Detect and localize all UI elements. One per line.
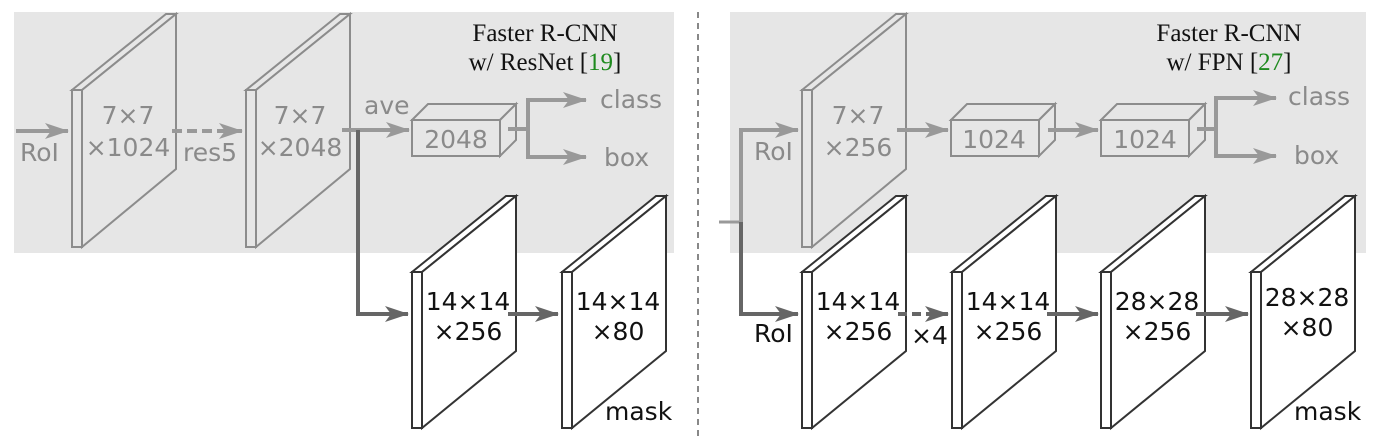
left-plate2-line1: 7×7 [274,101,327,130]
left-mask-plate1-line2: ×256 [434,317,503,346]
right-mask-plate-14x14x256-a [799,193,909,431]
right-x4-label: ×4 [911,321,948,350]
right-class-label: class [1288,82,1350,111]
right-output-branches [1197,90,1277,164]
right-mask-plate1-line1: 14×14 [816,287,901,316]
right-roi-bottom-arrow [739,222,799,322]
right-title-line2: w/ FPN [27] [1166,49,1291,76]
right-roi-bottom-label: RoI [754,319,793,348]
right-mask-plate-28x28x80 [1248,193,1358,431]
right-roi-top-label: RoI [754,137,793,166]
left-roi-label: RoI [20,138,59,167]
left-mask-branch-arrow [356,130,409,322]
left-plate2-line2: ×2048 [258,133,343,162]
right-mask-plate4-line1: 28×28 [1265,283,1350,312]
right-mask-plate1-line2: ×256 [824,317,893,346]
right-fc2-label: 1024 [1113,125,1177,154]
left-plate-7x7x2048 [243,11,353,250]
right-mask-plate4-line2: ×80 [1281,313,1334,342]
left-mask-plate1-line1: 14×14 [426,287,511,316]
right-plate1-line2: ×256 [824,133,893,162]
left-output-branches [508,92,587,165]
right-mask-plate3-line1: 28×28 [1115,287,1200,316]
right-mask-label: mask [1294,397,1362,426]
left-mask-plate2-line1: 14×14 [576,287,661,316]
left-citation[interactable]: 19 [588,49,613,76]
right-fc2-1024-box [1098,101,1208,159]
right-mask-plate2-line2: ×256 [974,317,1043,346]
right-fc1-label: 1024 [962,125,1026,154]
right-mask-plate3-line2: ×256 [1123,317,1192,346]
left-title-line2: w/ ResNet [19] [469,49,622,76]
left-mask-plate-14x14x256 [409,193,519,431]
left-res5-label: res5 [183,138,237,167]
right-roi-top-arrow [739,122,799,222]
right-mask-plate-14x14x256-b [949,193,1059,431]
right-box-label: box [1294,141,1339,170]
right-plate1-line1: 7×7 [832,101,885,130]
left-mask-label: mask [605,397,673,426]
left-ave-label: ave [364,91,410,120]
left-fc-label: 2048 [424,125,488,154]
right-fc1-1024-box [948,101,1058,159]
right-citation[interactable]: 27 [1258,49,1283,76]
left-title-line1: Faster R-CNN [472,20,617,47]
left-plate-7x7x1024 [69,11,179,250]
left-plate1-line2: ×1024 [86,133,171,162]
right-mask-plate-28x28x256 [1098,193,1208,431]
left-box-label: box [604,143,649,172]
left-class-label: class [600,85,662,114]
right-mask-plate2-line1: 14×14 [966,287,1051,316]
right-title-line1: Faster R-CNN [1156,20,1301,47]
left-mask-plate-14x14x80 [559,193,669,431]
left-mask-plate2-line2: ×80 [592,317,645,346]
right-plate-7x7x256 [799,11,909,250]
left-plate1-line1: 7×7 [102,101,155,130]
